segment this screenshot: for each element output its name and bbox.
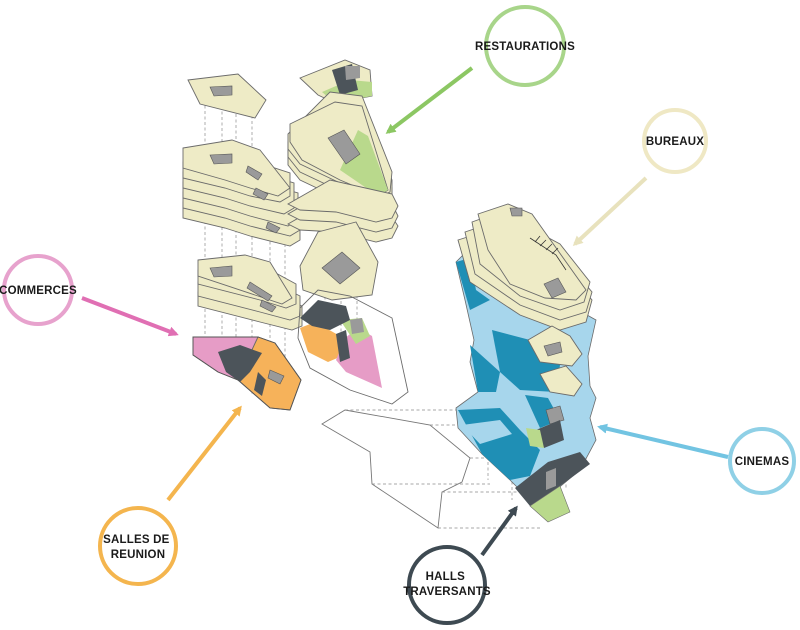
label-cinemas: CINEMAS [735,456,790,468]
label-circle-halls-traversants [407,545,487,625]
label-restaurations: RESTAURATIONS [475,41,575,53]
restaurations-stack-mid [287,91,399,243]
arrow-cinemas [597,423,729,459]
label-circle-salles-de-reunion [98,506,178,586]
callout-bureaux: BUREAUX [572,108,708,247]
arrow-halls-traversants [480,505,518,557]
label-circle-cinemas [728,427,796,495]
label-circle-restaurations [484,5,566,87]
bureaux-floor-middle-lower [299,221,379,301]
right-tower [455,203,597,523]
callout-halls-traversants: HALLS TRAVERSANTS [403,505,518,625]
arrow-commerces [81,296,179,337]
label-circle-bureaux [642,108,708,174]
label-circle-commerces [2,254,74,326]
bureaux-stack-upper-left [182,139,301,247]
label-halls-traversants: HALLS TRAVERSANTS [403,571,491,598]
bureaux-stack-right [457,203,593,425]
label-salles-de-reunion: SALLES DE REUNION [103,534,173,561]
bureaux-floor-top-left [187,73,267,119]
callout-cinemas: CINEMAS [597,423,796,495]
label-bureaux: BUREAUX [646,136,704,148]
arrow-restaurations [385,66,474,134]
core-shaft [209,85,233,97]
arrow-bureaux [572,176,648,247]
callout-commerces: COMMERCES [0,254,179,337]
left-tower [182,73,303,411]
ground-floor-middle [297,289,409,405]
ground-floor-left [192,336,302,411]
middle-tower [287,59,409,405]
bureaux-stack-lower-left [197,254,303,331]
arrow-salles-de-reunion [166,405,242,502]
callout-restaurations: RESTAURATIONS [385,5,575,134]
ground-floor-right [515,420,590,523]
callout-salles-de-reunion: SALLES DE REUNION [98,405,242,586]
label-commerces: COMMERCES [0,285,77,297]
